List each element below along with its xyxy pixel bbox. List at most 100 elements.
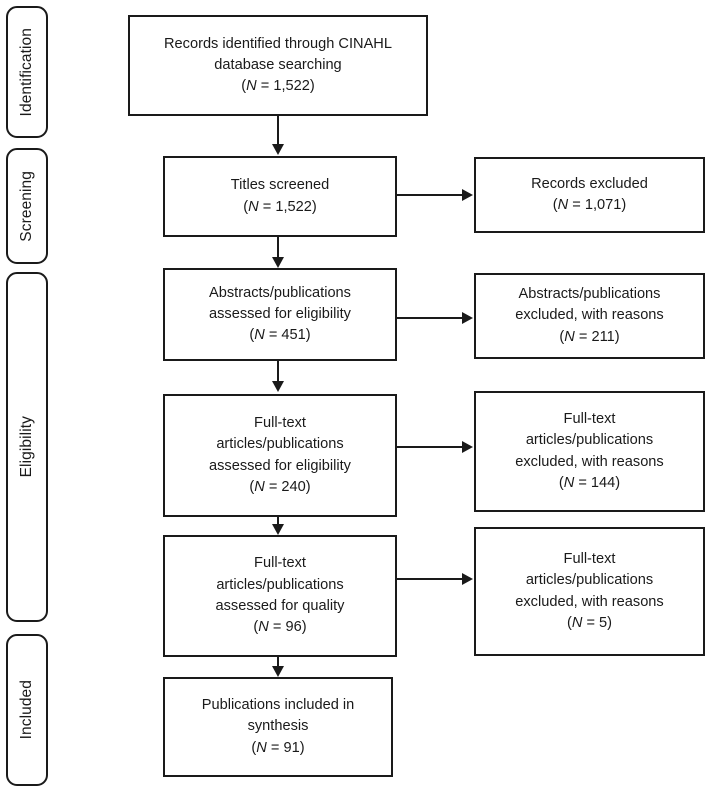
count-value: 240 [281,478,306,495]
paren-open: ( [251,739,257,756]
abstracts-excluded-count: (N = 211) [559,327,619,348]
n-symbol: N [246,78,257,95]
titles-screened-count: (N = 1,522) [243,197,316,218]
fulltext-assessed-quality-line-2: articles/publications [216,576,344,593]
connector-abstracts-to-fulltext-eligibility [277,361,279,383]
fulltext-assessed-quality-count: (N = 96) [253,617,306,638]
publications-included-count: (N = 91) [251,738,304,759]
arrowhead-fulltext-eligibility-to-excluded [462,440,473,453]
records-identified-line-2: database searching [214,56,342,73]
paren-close: ) [614,328,620,345]
stage-pill-screening: Screening [6,148,48,264]
abstracts-assessed-box: Abstracts/publications assessed for elig… [163,268,397,361]
fulltext-excluded-quality-count: (N = 5) [567,613,612,634]
n-symbol: N [564,328,575,345]
equals-sign: = [256,78,274,95]
arrowhead-titles-to-records-excluded [462,188,473,201]
connector-titles-to-abstracts [277,237,279,259]
records-identified-line-1: Records identified through CINAHL [164,35,392,52]
equals-sign: = [582,614,600,631]
fulltext-assessed-eligibility-line-2: articles/publications [216,436,344,453]
equals-sign: = [574,328,592,345]
equals-sign: = [264,327,282,344]
n-symbol: N [258,619,269,636]
count-value: 451 [281,327,306,344]
paren-open: ( [253,619,259,636]
titles-screened-box: Titles screened (N = 1,522) [163,156,397,237]
fulltext-excluded-eligibility-line-2: articles/publications [525,432,654,449]
paren-close: ) [305,478,311,495]
fulltext-assessed-eligibility-box: Full-text articles/publications assessed… [163,394,397,517]
paren-open: ( [241,78,247,95]
fulltext-excluded-quality-box: Full-text articles/publications excluded… [474,527,705,656]
fulltext-assessed-quality-line-3: assessed for quality [215,598,345,614]
titles-screened-line-1: Titles screened [230,177,330,194]
fulltext-excluded-eligibility-line-1: Full-text [563,410,616,427]
records-identified-box: Records identified through CINAHL databa… [128,15,428,116]
fulltext-assessed-quality-box: Full-text articles/publications assessed… [163,535,397,657]
connector-identified-to-titles [277,116,279,146]
n-symbol: N [563,474,575,491]
arrowhead-titles-to-abstracts [271,257,284,268]
fulltext-excluded-quality-line-1: Full-text [563,550,616,567]
n-symbol: N [256,739,267,756]
records-identified-count: (N = 1,522) [241,76,314,97]
stage-label-eligibility: Eligibility [18,416,35,478]
publications-included-line-2: synthesis [247,718,309,735]
arrowhead-identified-to-titles [271,144,284,155]
count-value: 1,522 [275,198,312,215]
n-symbol: N [254,478,265,495]
paren-open: ( [552,197,558,213]
paren-open: ( [559,328,565,345]
abstracts-excluded-line-2: excluded, with reasons [515,307,664,324]
arrowhead-fulltext-quality-to-excluded [462,572,473,585]
paren-close: ) [311,198,317,215]
equals-sign: = [268,619,286,636]
fulltext-excluded-eligibility-line-3: excluded, with reasons [515,453,664,470]
paren-close: ) [607,614,613,631]
records-excluded-box: Records excluded (N = 1,071) [474,157,705,233]
n-symbol: N [248,198,259,215]
records-excluded-count: (N = 1,071) [553,195,626,216]
fulltext-assessed-eligibility-line-3: assessed for eligibility [209,457,351,474]
paren-close: ) [299,739,305,756]
stage-label-screening: Screening [18,170,35,242]
paren-close: ) [621,197,627,213]
fulltext-excluded-quality-line-3: excluded, with reasons [515,593,664,610]
equals-sign: = [264,478,282,495]
arrowhead-abstracts-to-fulltext-eligibility [271,381,284,392]
n-symbol: N [571,614,583,631]
fulltext-excluded-quality-line-2: articles/publications [525,572,654,589]
n-symbol: N [254,327,265,344]
connector-quality-to-included [277,657,279,669]
paren-close: ) [615,474,621,491]
paren-open: ( [249,478,255,495]
count-value: 211 [591,328,615,345]
fulltext-assessed-eligibility-line-1: Full-text [254,414,306,431]
equals-sign: = [266,739,284,756]
count-value: 5 [599,614,608,631]
arrowhead-quality-to-included [271,666,284,677]
paren-open: ( [566,614,572,631]
fulltext-assessed-eligibility-count: (N = 240) [249,477,310,498]
stage-label-included: Included [18,680,35,740]
paren-open: ( [249,327,255,344]
equals-sign: = [574,474,591,491]
paren-close: ) [305,327,311,344]
abstracts-excluded-line-1: Abstracts/publications [518,286,661,303]
equals-sign: = [568,197,585,213]
connector-abstracts-to-excluded [397,317,463,319]
equals-sign: = [258,198,276,215]
count-value: 91 [283,739,300,756]
count-value: 96 [285,619,302,636]
fulltext-assessed-quality-line-1: Full-text [254,555,306,572]
connector-titles-to-records-excluded [397,194,463,196]
paren-close: ) [309,78,315,95]
abstracts-excluded-box: Abstracts/publications excluded, with re… [474,273,705,359]
count-value: 144 [590,474,616,491]
abstracts-assessed-line-2: assessed for eligibility [209,305,351,322]
abstracts-assessed-line-1: Abstracts/publications [209,284,351,301]
publications-included-line-1: Publications included in [201,697,355,714]
arrowhead-abstracts-to-excluded [462,311,473,324]
